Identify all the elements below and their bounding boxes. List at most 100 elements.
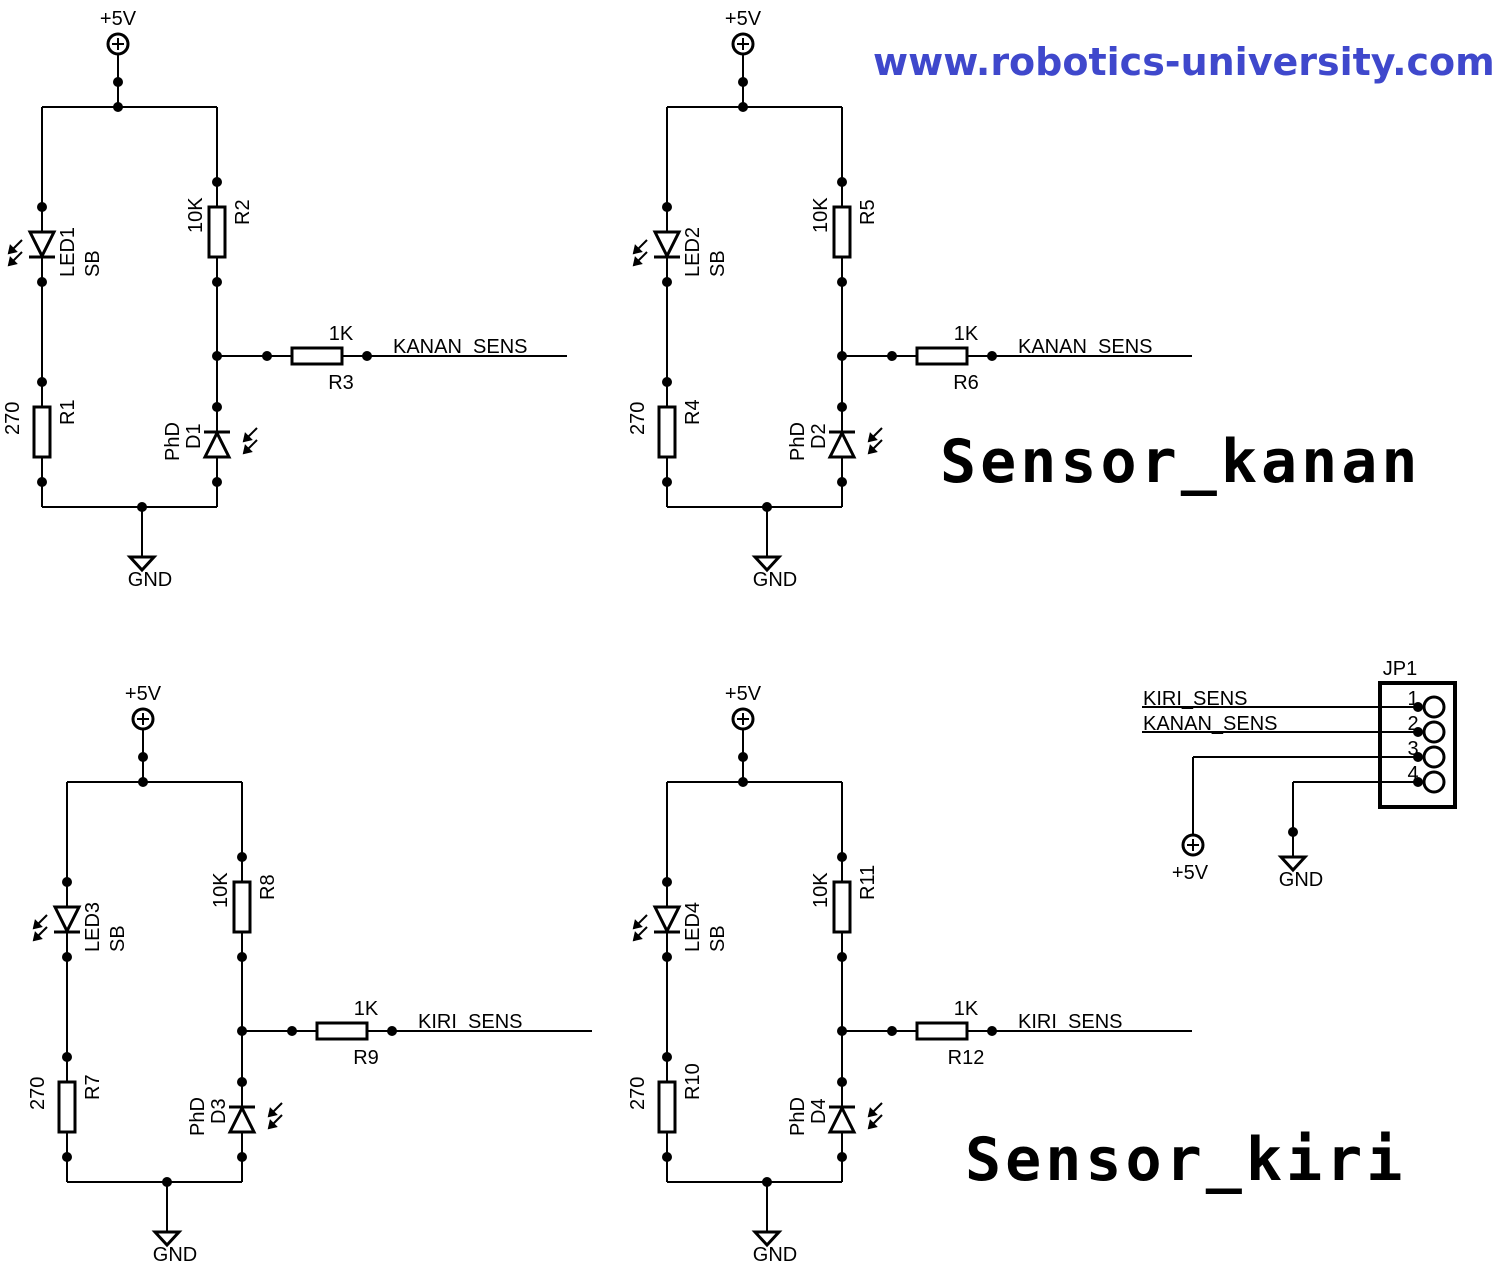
resistor-symbol-icon bbox=[57, 1080, 77, 1134]
ground-symbol-icon bbox=[751, 1230, 783, 1248]
series-resistor-value-label: 1K bbox=[954, 998, 979, 1020]
connector-name-label: JP1 bbox=[1383, 658, 1417, 680]
junction-dot bbox=[237, 852, 247, 862]
photodiode-value-label: PhD bbox=[187, 1097, 209, 1136]
pullup-name-label: R11 bbox=[857, 865, 879, 900]
junction-dot bbox=[62, 952, 72, 962]
pullup-value-label: 10K bbox=[185, 197, 207, 233]
junction-dot bbox=[987, 351, 997, 361]
connector-pin-icon bbox=[1422, 720, 1446, 744]
resistor-symbol-icon bbox=[290, 346, 344, 366]
ground-label: GND bbox=[753, 569, 797, 591]
junction-dot bbox=[262, 351, 272, 361]
junction-dot bbox=[662, 202, 672, 212]
series-resistor-name-label: R3 bbox=[328, 372, 354, 394]
watermark-url[interactable]: www.robotics-university.com bbox=[873, 40, 1495, 84]
junction-dot bbox=[987, 1026, 997, 1036]
pin2-net-label: KANAN_SENS bbox=[1143, 713, 1278, 735]
junction-dot bbox=[212, 177, 222, 187]
connector-pin-icon bbox=[1422, 770, 1446, 794]
ground-symbol-icon bbox=[151, 1230, 183, 1248]
net-label: KANAN_SENS bbox=[1018, 336, 1153, 358]
supply-label: +5V bbox=[125, 683, 162, 705]
junction-dot bbox=[738, 77, 748, 87]
light-arrow-head bbox=[867, 444, 878, 455]
led-resistor-value-label: 270 bbox=[2, 402, 24, 435]
light-arrow-head bbox=[632, 244, 643, 255]
photodiode-value-label: PhD bbox=[787, 422, 809, 461]
series-resistor-name-label: R12 bbox=[948, 1047, 985, 1069]
light-arrow-head bbox=[32, 931, 43, 942]
junction-dot bbox=[662, 1152, 672, 1162]
led-resistor-name-label: R10 bbox=[682, 1063, 704, 1100]
series-resistor-value-label: 1K bbox=[954, 323, 979, 345]
pullup-name-label: R2 bbox=[232, 199, 254, 225]
photodiode-name-label: D4 bbox=[808, 1098, 830, 1124]
light-arrow-head bbox=[7, 244, 18, 255]
connector-pin-number: 3 bbox=[1407, 738, 1418, 760]
photodiode-symbol-icon bbox=[827, 1104, 857, 1134]
junction-dot bbox=[837, 277, 847, 287]
ground-symbol-icon bbox=[126, 555, 158, 573]
connector-supply-label: +5V bbox=[1172, 862, 1209, 884]
photodiode-value-label: PhD bbox=[162, 422, 184, 461]
light-arrow-head bbox=[632, 919, 643, 930]
led-value-label: SB bbox=[707, 250, 729, 277]
connector-pin-icon bbox=[1422, 695, 1446, 719]
pullup-value-label: 10K bbox=[810, 872, 832, 908]
supply-label: +5V bbox=[100, 8, 137, 30]
connector-pin-number: 4 bbox=[1407, 763, 1418, 785]
pullup-name-label: R8 bbox=[257, 874, 279, 900]
title-sensor-kiri: Sensor_kiri bbox=[965, 1125, 1406, 1195]
light-arrow-head bbox=[632, 256, 643, 267]
connector-pin-number: 1 bbox=[1407, 688, 1418, 710]
junction-dot bbox=[887, 351, 897, 361]
net-label: KIRI_SENS bbox=[1018, 1011, 1122, 1033]
ground-label: GND bbox=[153, 1244, 197, 1266]
photodiode-name-label: D3 bbox=[208, 1098, 230, 1124]
junction-dot bbox=[837, 177, 847, 187]
resistor-symbol-icon bbox=[207, 205, 227, 259]
junction-dot bbox=[113, 77, 123, 87]
supply-label: +5V bbox=[725, 8, 762, 30]
junction-dot bbox=[837, 952, 847, 962]
connector-body-icon bbox=[1378, 681, 1457, 809]
junction-dot bbox=[212, 402, 222, 412]
led-symbol-icon bbox=[652, 230, 682, 260]
junction-dot bbox=[212, 477, 222, 487]
resistor-symbol-icon bbox=[315, 1021, 369, 1041]
junction-dot bbox=[837, 402, 847, 412]
light-arrow-head bbox=[242, 432, 253, 443]
photodiode-name-label: D1 bbox=[183, 423, 205, 449]
junction-dot bbox=[738, 752, 748, 762]
junction-dot bbox=[62, 877, 72, 887]
series-resistor-value-label: 1K bbox=[354, 998, 379, 1020]
led-name-label: LED3 bbox=[82, 902, 104, 952]
junction-dot bbox=[37, 202, 47, 212]
led-resistor-value-label: 270 bbox=[27, 1077, 49, 1110]
net-label: KANAN_SENS bbox=[393, 336, 528, 358]
resistor-symbol-icon bbox=[657, 1080, 677, 1134]
led-name-label: LED4 bbox=[682, 902, 704, 952]
photodiode-symbol-icon bbox=[827, 429, 857, 459]
light-arrow-head bbox=[867, 432, 878, 443]
pin1-net-label: KIRI_SENS bbox=[1143, 688, 1247, 710]
resistor-symbol-icon bbox=[915, 1021, 969, 1041]
pullup-value-label: 10K bbox=[210, 872, 232, 908]
led-resistor-name-label: R7 bbox=[82, 1074, 104, 1100]
photodiode-symbol-icon bbox=[227, 1104, 257, 1134]
junction-dot bbox=[37, 477, 47, 487]
ground-label: GND bbox=[1279, 869, 1323, 891]
junction-dot bbox=[662, 377, 672, 387]
resistor-symbol-icon bbox=[232, 880, 252, 934]
led-symbol-icon bbox=[52, 905, 82, 935]
junction-dot bbox=[662, 477, 672, 487]
junction-dot bbox=[237, 952, 247, 962]
photodiode-symbol-icon bbox=[202, 429, 232, 459]
light-arrow-head bbox=[632, 931, 643, 942]
led-resistor-value-label: 270 bbox=[627, 402, 649, 435]
led-symbol-icon bbox=[27, 230, 57, 260]
ground-label: GND bbox=[128, 569, 172, 591]
